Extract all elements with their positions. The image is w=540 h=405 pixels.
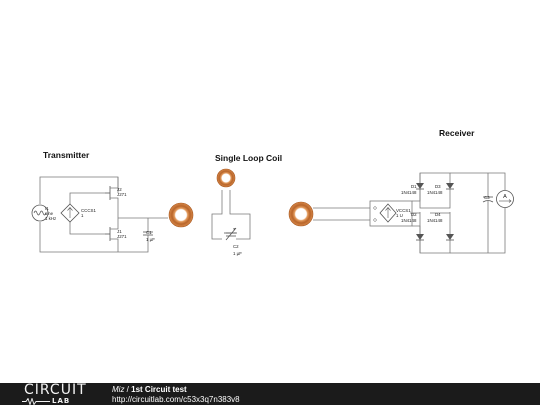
vccs1-source: [379, 203, 397, 223]
title-separator: /: [124, 384, 132, 394]
receiver-title: Receiver: [439, 128, 475, 138]
cccs1-name: CCCS1: [81, 208, 96, 213]
circuitlab-logo[interactable]: CIRCUIT LAB: [0, 383, 112, 405]
receiver-circuit: VCCS1 1 U D1 1N4148 D3 1N4148 D2: [313, 172, 514, 254]
transmitter-coil: [168, 202, 194, 228]
circuit-url[interactable]: http://circuitlab.com/c53x3q7n383v8: [112, 394, 240, 404]
vccs1-gain: 1 U: [396, 213, 403, 218]
d2-diode: [416, 234, 424, 241]
ammeter-symbol: A: [503, 194, 507, 200]
c3-capacitor: [482, 196, 494, 203]
d1-name: D1: [411, 184, 417, 189]
j2-name: J2: [117, 187, 122, 192]
i1-type: sine: [45, 211, 54, 216]
cccs1-gain: 1: [81, 213, 84, 218]
i1-frequency: 1 kHz: [45, 216, 56, 221]
d4-name: D4: [435, 212, 441, 217]
logo-word-circuit: CIRCUIT: [24, 382, 87, 398]
c2-name: C2: [233, 244, 239, 249]
circuit-title[interactable]: 1st Circuit test: [131, 384, 187, 394]
c3-name: C3: [484, 195, 490, 200]
transmitter-circuit: I1 sine 1 kHz CCCS1 1 J2 J271 J1 J271 C1…: [31, 176, 168, 253]
logo-word-lab: LAB: [52, 397, 71, 405]
footer-bar: CIRCUIT LAB Miz / 1st Circuit test http:…: [0, 383, 540, 405]
d4-part: 1N4148: [427, 218, 443, 223]
c2-variable-capacitor: [222, 227, 237, 241]
j1-part: J271: [117, 234, 127, 239]
d3-name: D3: [435, 184, 441, 189]
j1-name: J1: [117, 229, 122, 234]
c1-value: 1 µF: [146, 237, 155, 242]
i1-sine-source: [31, 204, 49, 222]
i1-name: I1: [45, 206, 49, 211]
transmitter-title: Transmitter: [43, 150, 90, 160]
c1-capacitor: [143, 231, 153, 240]
d1-part: 1N4148: [401, 190, 417, 195]
c1-name: C1: [146, 230, 152, 235]
ammeter-icon: A: [496, 190, 514, 208]
single-loop-coil-circuit: C2 1 µF: [211, 168, 251, 256]
vccs1-name: VCCS1: [396, 208, 411, 213]
d1-diode: [416, 183, 424, 190]
c2-value: 1 µF: [233, 251, 242, 256]
j1-transistor: [105, 218, 119, 252]
d2-part: 1N4148: [401, 218, 417, 223]
j2-part: J271: [117, 192, 127, 197]
single-loop-coil-title: Single Loop Coil: [215, 153, 282, 163]
d3-part: 1N4148: [427, 190, 443, 195]
single-loop-coil: [216, 168, 236, 188]
receiver-coil: [288, 201, 314, 227]
circuit-schematic: Transmitter Single Loop Coil Receiver: [31, 128, 514, 256]
j2-transistor: [105, 177, 119, 218]
logo-waveform-icon: [22, 398, 50, 405]
author-link[interactable]: Miz: [112, 384, 125, 394]
d3-diode: [446, 183, 454, 190]
footer-text: Miz / 1st Circuit test http://circuitlab…: [112, 384, 240, 405]
cccs1-source: [60, 203, 80, 223]
d4-diode: [446, 234, 454, 241]
d2-name: D2: [411, 212, 417, 217]
